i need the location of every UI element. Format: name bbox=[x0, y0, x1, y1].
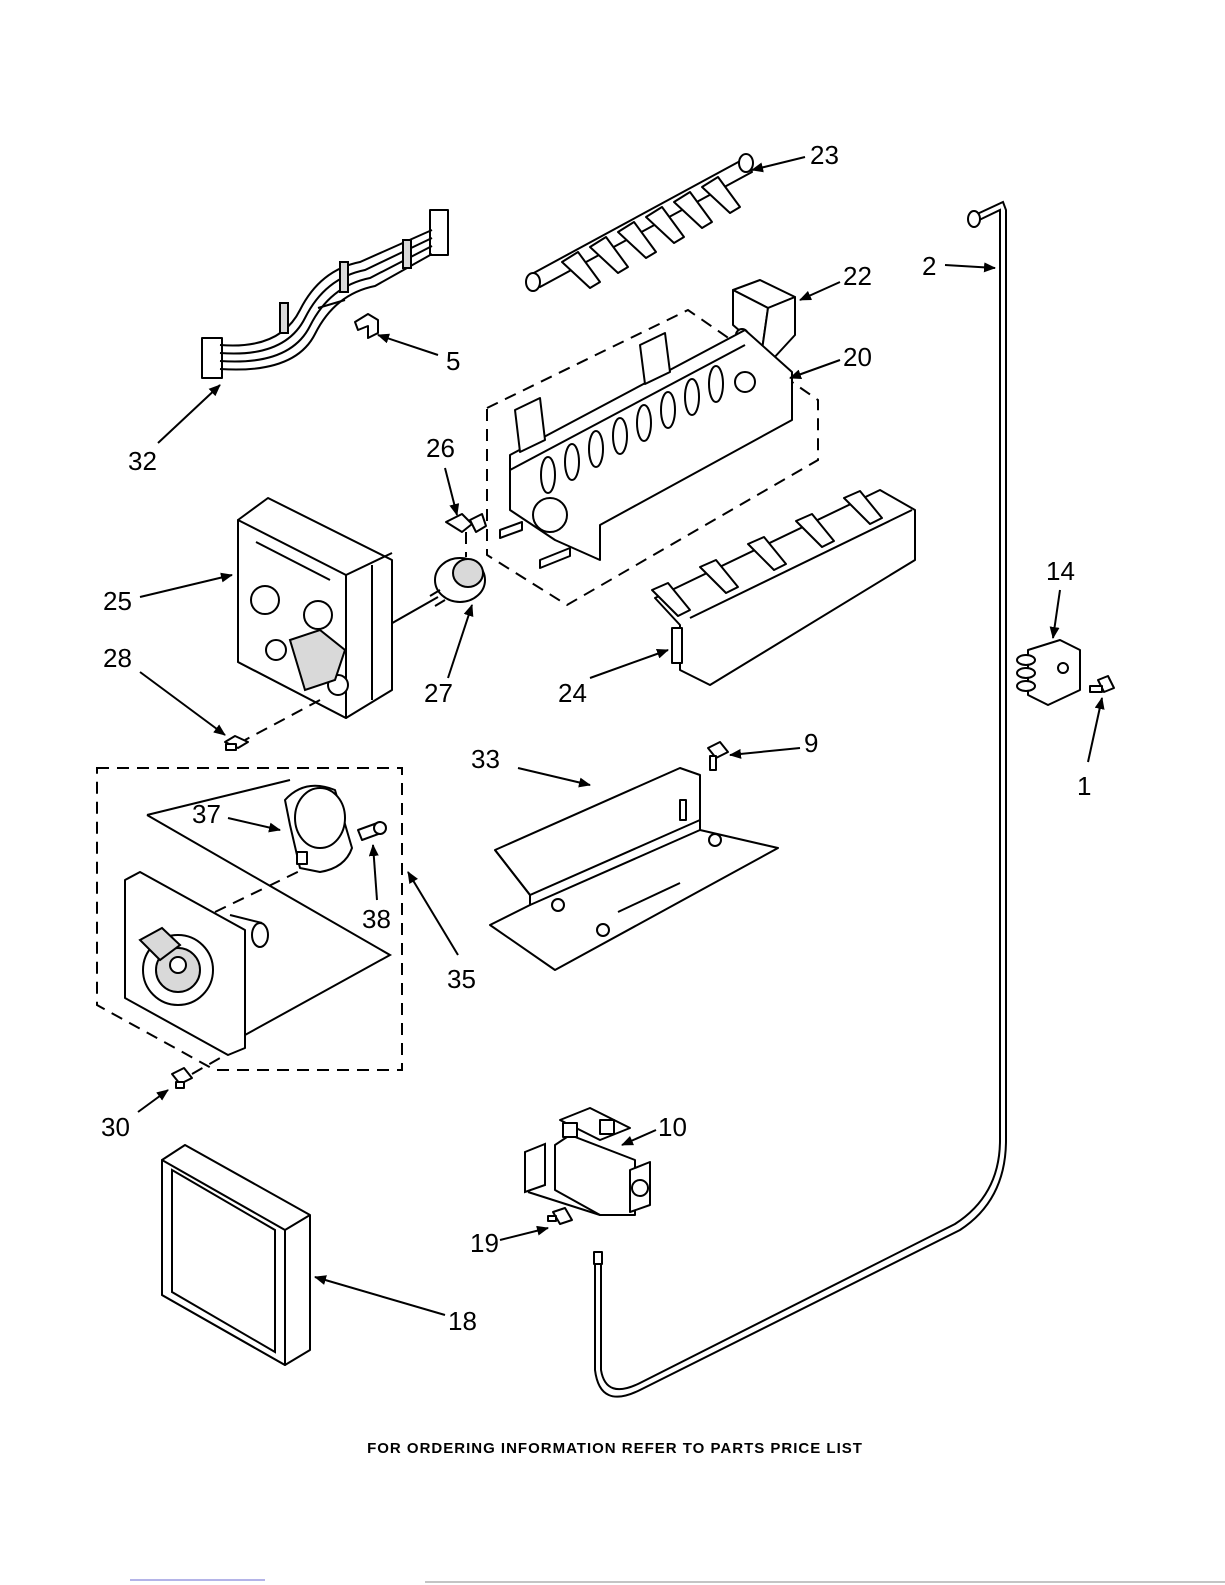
screw-part-19 bbox=[548, 1208, 572, 1224]
callout-18: 18 bbox=[448, 1306, 477, 1336]
callout-32: 32 bbox=[128, 446, 157, 476]
callout-10: 10 bbox=[658, 1112, 687, 1142]
screw-part-38 bbox=[358, 822, 386, 840]
callout-5: 5 bbox=[446, 346, 460, 376]
callout-24: 24 bbox=[558, 678, 587, 708]
screw-part-1 bbox=[1090, 676, 1114, 692]
bracket-part bbox=[1017, 640, 1080, 705]
callout-26: 26 bbox=[426, 433, 455, 463]
module-housing-part bbox=[238, 498, 392, 740]
motor-module-assembly-part bbox=[97, 768, 402, 1070]
callout-9: 9 bbox=[804, 728, 818, 758]
shield-part bbox=[490, 768, 778, 970]
wire-harness-part bbox=[202, 210, 448, 378]
callout-27: 27 bbox=[424, 678, 453, 708]
callout-1: 1 bbox=[1077, 771, 1091, 801]
callout-20: 20 bbox=[843, 342, 872, 372]
callout-28: 28 bbox=[103, 643, 132, 673]
callout-30: 30 bbox=[101, 1112, 130, 1142]
screw-part-30 bbox=[172, 1058, 220, 1088]
callout-25: 25 bbox=[103, 586, 132, 616]
callout-14: 14 bbox=[1046, 556, 1075, 586]
callout-19: 19 bbox=[470, 1228, 499, 1258]
water-valve-part bbox=[525, 1108, 650, 1215]
ice-stripper-part bbox=[652, 490, 915, 685]
callout-37: 37 bbox=[192, 799, 221, 829]
callout-35: 35 bbox=[447, 964, 476, 994]
screw-part-9 bbox=[708, 742, 728, 770]
callout-22: 22 bbox=[843, 261, 872, 291]
callout-38: 38 bbox=[362, 904, 391, 934]
front-cover-part bbox=[162, 1145, 310, 1365]
ordering-info-footer: FOR ORDERING INFORMATION REFER TO PARTS … bbox=[367, 1440, 863, 1457]
motor-part bbox=[285, 786, 352, 872]
callout-2: 2 bbox=[922, 251, 936, 281]
screw-part-28 bbox=[225, 736, 248, 750]
callout-23: 23 bbox=[810, 140, 839, 170]
wire-clip-part bbox=[355, 314, 378, 338]
ejector-shaft-part bbox=[526, 154, 753, 291]
callout-33: 33 bbox=[471, 744, 500, 774]
